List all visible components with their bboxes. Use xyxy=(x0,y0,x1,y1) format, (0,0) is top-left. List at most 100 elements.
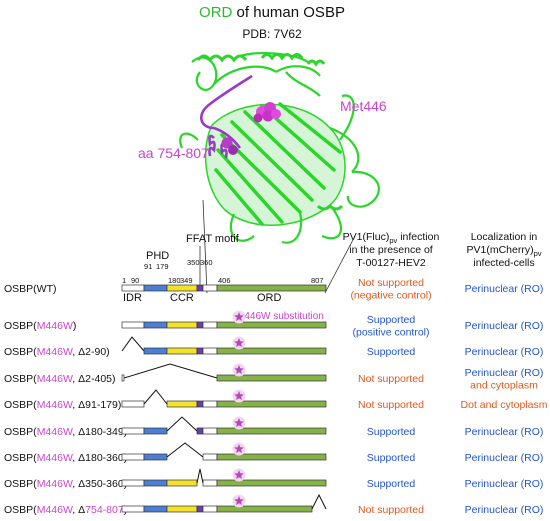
domain-segment-ord xyxy=(216,479,327,487)
met446-label: Met446 xyxy=(340,98,387,114)
infection-result: Supported xyxy=(367,426,416,438)
protein-structure xyxy=(179,52,380,244)
infection-result: Supported xyxy=(367,314,416,326)
domain-segment-ccr xyxy=(166,400,198,408)
deletion-caret xyxy=(121,336,145,352)
domain-segment-ccr xyxy=(166,505,198,513)
domain-segment-ffat xyxy=(196,321,204,329)
domain-segment-ffat xyxy=(196,284,204,292)
ord-label: ORD xyxy=(257,292,282,304)
infection-header-line3: T-00127-HEV2 xyxy=(356,257,426,269)
construct-base: OSBP( xyxy=(4,478,37,490)
construct-separator: , xyxy=(72,373,78,385)
construct-separator: , xyxy=(72,426,78,438)
construct-separator: , xyxy=(72,478,78,490)
mutation-text: M446W xyxy=(37,320,73,332)
infection-result: Not supported xyxy=(358,504,424,516)
localization-result: Perinuclear (RO) xyxy=(465,426,544,438)
construct-label: OSBP(M446W, Δ754-807) xyxy=(4,504,127,516)
mutation-text: M446W xyxy=(37,504,73,516)
construct-row: OSBP(M446W, Δ180-349)SupportedPerinuclea… xyxy=(4,416,544,438)
construct-base: OSBP( xyxy=(4,320,37,332)
domain-segment-idr xyxy=(121,427,145,435)
deletion-text: Δ2-405 xyxy=(78,373,112,385)
domain-segment-ord xyxy=(216,505,313,513)
domain-segment-idr2 xyxy=(202,347,218,355)
idr-label: IDR xyxy=(123,292,142,304)
domain-segment-idr xyxy=(121,400,145,408)
infection-result: Not supported xyxy=(358,399,424,411)
construct-row: OSBP(M446W, Δ754-807) Not supported Perinu… xyxy=(4,493,544,516)
deletion-text: 754-807 xyxy=(85,504,124,516)
construct-base: OSBP( xyxy=(4,399,37,411)
deletion-text: Δ180-360 xyxy=(78,452,124,464)
mutation-star-icon xyxy=(234,391,244,400)
mutation-star-icon xyxy=(234,444,244,453)
localization-header-line1: Localization in xyxy=(471,231,538,243)
localization-result: Perinuclear (RO) xyxy=(465,504,544,516)
domain-segment-idr xyxy=(121,479,145,487)
position-number: 350 xyxy=(187,258,200,267)
deletion-text: Δ2-90 xyxy=(78,346,106,358)
construct-base: OSBP( xyxy=(4,373,37,385)
domain-segment-ord xyxy=(216,284,327,292)
domain-segment-phd xyxy=(143,347,168,355)
construct-label: OSBP(M446W, Δ2-405) xyxy=(4,373,116,385)
domain-segment-idr2 xyxy=(202,427,218,435)
domain-segment-ord xyxy=(216,374,327,382)
domain-segment-idr2 xyxy=(202,505,218,513)
position-number: 1 xyxy=(122,276,126,285)
deletion-text: Δ91-179 xyxy=(78,399,118,411)
construct-label: OSBP(M446W) xyxy=(4,320,76,332)
domain-segment-idr2 xyxy=(202,321,218,329)
domain-segment-ffat xyxy=(196,400,204,408)
domain-segment-ord xyxy=(216,427,327,435)
construct-row: OSBP(M446W, Δ2-405)Not supportedPerinucl… xyxy=(4,363,544,391)
construct-row: OSBP(M446W)Supported(positive control)Pe… xyxy=(4,310,543,338)
guide-line-left xyxy=(202,199,208,294)
domain-segment-ccr xyxy=(166,321,198,329)
domain-segment-ord xyxy=(216,400,327,408)
infection-result: (positive control) xyxy=(352,326,429,338)
infection-header-line1: PV1(Fluc)pv infection xyxy=(343,231,440,245)
infection-result: (negative control) xyxy=(350,289,431,301)
domain-segment-ord xyxy=(216,347,327,355)
position-number: 406 xyxy=(218,276,231,285)
domain-segment-idr2 xyxy=(202,284,218,292)
figure-title: ORD of human OSBP xyxy=(199,4,345,21)
domain-segment-idr2 xyxy=(202,400,218,408)
domain-segment-idr xyxy=(121,453,145,461)
deletion-text: Δ180-349 xyxy=(78,426,124,438)
localization-result: Perinuclear (RO) xyxy=(465,367,544,379)
domain-segment-ffat xyxy=(196,505,204,513)
localization-result: Perinuclear (RO) xyxy=(465,478,544,490)
mutation-star-icon xyxy=(234,496,244,505)
domain-segment-idr2 xyxy=(202,453,218,461)
construct-close: ) xyxy=(112,373,116,385)
domain-segment-ffat xyxy=(196,347,204,355)
mutation-text: M446W xyxy=(37,478,73,490)
domain-segment-idr2 xyxy=(202,479,218,487)
domain-segment-idr xyxy=(121,284,145,292)
construct-separator: , xyxy=(72,452,78,464)
mutation-star-icon xyxy=(234,338,244,347)
construct-base: OSBP( xyxy=(4,452,37,464)
title-rest: of human OSBP xyxy=(232,4,345,21)
localization-result: Perinuclear (RO) xyxy=(465,346,544,358)
construct-close: ) xyxy=(118,399,122,411)
construct-close: ) xyxy=(106,346,110,358)
domain-segment-phd xyxy=(143,427,168,435)
infection-result: Supported xyxy=(367,478,416,490)
domain-segment-idr xyxy=(121,374,125,382)
localization-result: Perinuclear (RO) xyxy=(465,283,544,295)
mutation-text: M446W xyxy=(37,399,73,411)
localization-header: Localization in PV1(mCherry)pv infected-… xyxy=(466,231,541,269)
domain-segment-phd xyxy=(143,505,168,513)
infection-result: Supported xyxy=(367,346,416,358)
construct-base: OSBP( xyxy=(4,426,37,438)
substitution-label: M446W substitution xyxy=(236,311,324,322)
construct-separator: , Δ xyxy=(72,504,85,516)
pdb-id: PDB: 7V62 xyxy=(242,27,302,41)
